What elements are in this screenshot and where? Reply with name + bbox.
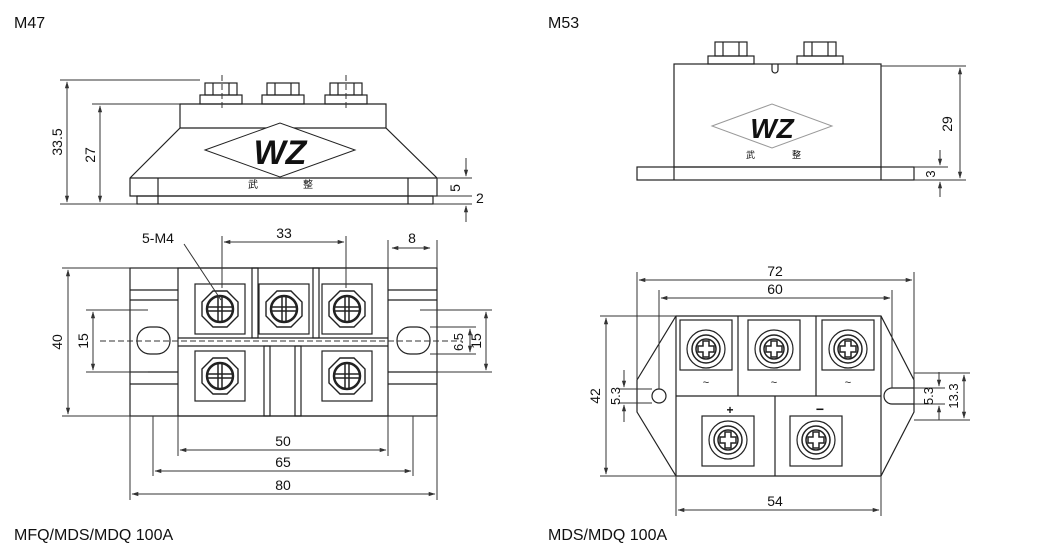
m47-dim-5-m4: 5-M4 (142, 230, 174, 246)
m47-dim-33-5: 33.5 (49, 128, 65, 155)
m47-logo-text: WZ (254, 134, 308, 172)
m47-screw-5-icon (327, 356, 367, 396)
m47-logo-char2: 整 (303, 178, 313, 191)
m47-dim-27: 27 (82, 147, 98, 163)
m53-screw-ac1-icon (686, 329, 726, 369)
m53-plus-mark: + (726, 403, 733, 417)
m47-dim-15-right: 15 (468, 333, 484, 349)
m47-dim-15: 15 (75, 333, 91, 349)
m53-logo-char2: 整 (792, 149, 801, 160)
m53-screw-minus-icon (796, 420, 836, 460)
m53-screw-ac3-icon (828, 329, 868, 369)
m53-minus-mark: − (816, 401, 824, 417)
m47-screw-3-icon (327, 289, 367, 329)
m53-side-view: WZ 武 整 29 3 (636, 41, 966, 197)
m47-dim-80: 80 (275, 477, 291, 493)
m53-logo-char1: 武 (746, 149, 755, 160)
m53-top-view: ~ ~ ~ + − 72 60 42 5.3 5.3 13.3 (587, 263, 970, 516)
m53-ac1-mark: ~ (703, 377, 709, 389)
m53-ac2-mark: ~ (771, 377, 777, 389)
m47-dim-40: 40 (49, 334, 65, 350)
m53-screw-plus-icon (708, 420, 748, 460)
m47-screw-2-icon (264, 289, 304, 329)
m53-model-label: M53 (548, 15, 580, 32)
m53-dim-72: 72 (767, 263, 783, 279)
m53-dim-60: 60 (767, 281, 783, 297)
m53-dim-29: 29 (939, 116, 955, 132)
m47-side-view: WZ 武 整 33.5 27 5 2 (49, 75, 484, 222)
m53-dim-13-3: 13.3 (946, 383, 961, 408)
m47-dim-33: 33 (276, 225, 292, 241)
m47-model-label: M47 (14, 15, 46, 32)
m47-screw-4-icon (200, 356, 240, 396)
m53-dim-42: 42 (587, 388, 603, 404)
m47-dim-6-5: 6.5 (451, 333, 466, 351)
m47-dim-65: 65 (275, 454, 291, 470)
m47-logo-diamond (203, 122, 357, 178)
m47-top-view: 5-M4 33 8 40 15 6.5 15 (49, 225, 492, 500)
m53-screw-ac2-icon (754, 329, 794, 369)
m53-dim-54: 54 (767, 493, 783, 509)
m53-dim-5-3-right: 5.3 (921, 387, 936, 405)
m47-caption: MFQ/MDS/MDQ 100A (14, 527, 174, 544)
m53-dim-3: 3 (923, 170, 938, 177)
m47-dim-2: 2 (476, 190, 484, 206)
m53-logo-text: WZ (750, 113, 794, 144)
m47-screw-1-icon (200, 289, 240, 329)
m47-dim-5: 5 (447, 184, 463, 192)
m53-dim-5-3-left: 5.3 (608, 387, 623, 405)
m53-ac3-mark: ~ (845, 377, 851, 389)
m47-logo-char1: 武 (248, 178, 258, 191)
m47-dim-8: 8 (408, 230, 416, 246)
m47-dim-50: 50 (275, 433, 291, 449)
m53-logo-diamond (710, 103, 834, 149)
m53-caption: MDS/MDQ 100A (548, 527, 668, 544)
